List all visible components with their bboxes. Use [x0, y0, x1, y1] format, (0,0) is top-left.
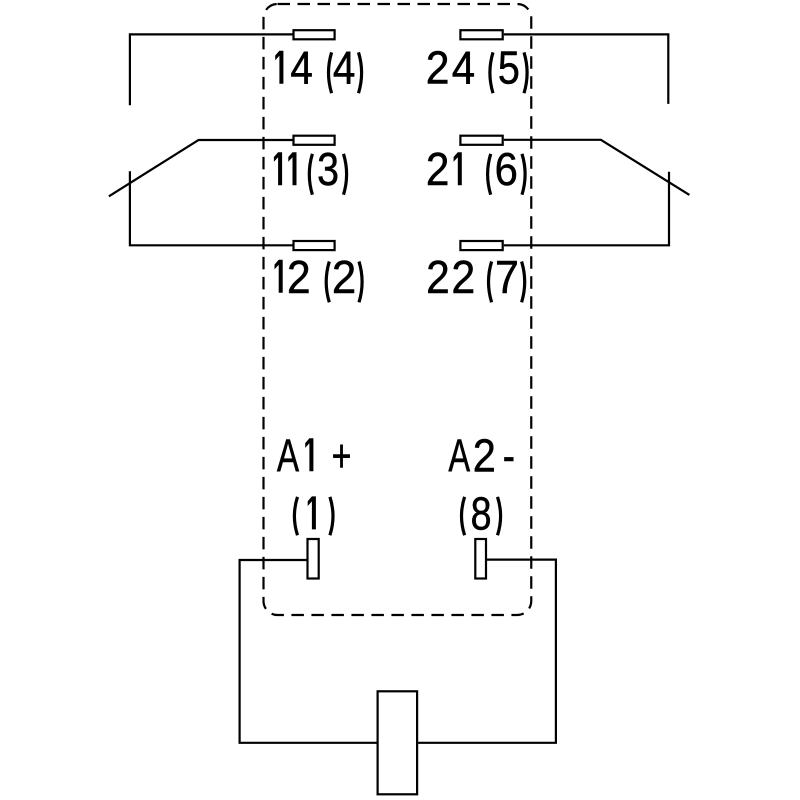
svg-text:2: 2: [426, 145, 450, 196]
svg-text:2: 2: [426, 43, 450, 94]
svg-text:6: 6: [495, 144, 518, 195]
svg-text:4: 4: [333, 43, 355, 94]
svg-text:2: 2: [473, 430, 496, 481]
svg-text:A: A: [277, 430, 299, 482]
svg-text:2: 2: [332, 251, 356, 303]
svg-text:A: A: [448, 431, 470, 482]
svg-text:7: 7: [495, 252, 519, 303]
svg-text:4: 4: [290, 43, 312, 94]
svg-text:4: 4: [452, 43, 475, 94]
svg-text:2: 2: [287, 252, 311, 303]
svg-text:3: 3: [317, 144, 339, 196]
svg-text:-: -: [503, 429, 515, 481]
svg-text:2: 2: [451, 252, 475, 303]
svg-text:5: 5: [498, 43, 520, 94]
svg-text:8: 8: [471, 488, 492, 539]
svg-text:2: 2: [426, 252, 450, 303]
svg-text:+: +: [332, 429, 352, 481]
